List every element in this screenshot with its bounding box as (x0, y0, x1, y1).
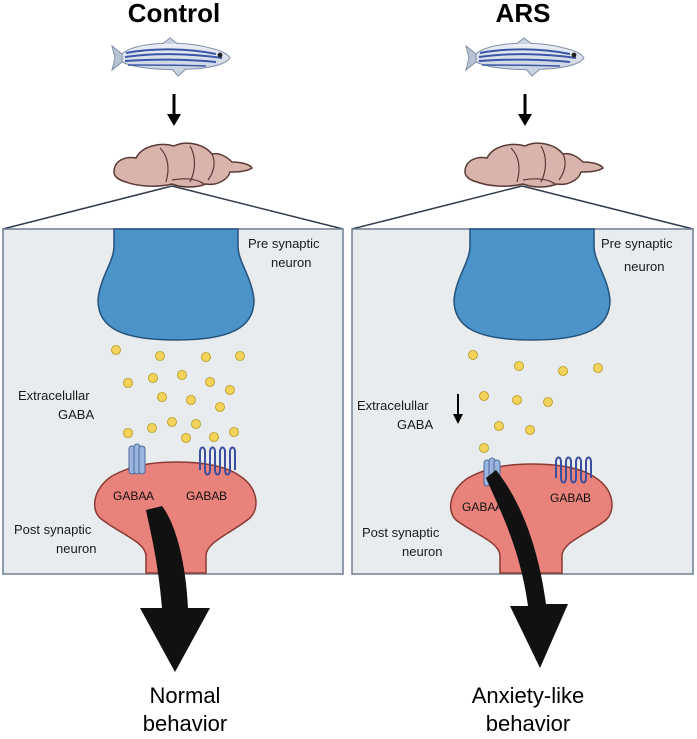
control-gaba-label-1: Extracelullar (18, 388, 90, 403)
ars-decrease-arrow-icon (453, 394, 463, 424)
control-presynaptic-neuron (97, 228, 255, 341)
control-pre-label-1: Pre synaptic (248, 236, 320, 251)
ars-gaba-label-1: Extracelullar (357, 398, 429, 413)
control-behavior-arrow-icon (140, 506, 210, 672)
ars-pre-label-2: neuron (624, 259, 664, 274)
zoom-line-left (2, 185, 173, 230)
control-gaba-label-2: GABA (58, 407, 94, 422)
control-pre-label-2: neuron (271, 255, 311, 270)
brain-icon (464, 142, 604, 188)
ars-post-label-2: neuron (402, 544, 442, 559)
control-outcome-1: Normal (150, 683, 221, 708)
ars-gaba-label-2: GABA (397, 417, 433, 432)
ars-panel: ARS Pre synaptic neuron (351, 0, 694, 736)
down-arrow-icon (167, 94, 181, 126)
brain-icon (113, 142, 253, 188)
control-gabaa-receptor-icon (128, 443, 146, 475)
control-receptor-b-main: GABA (186, 489, 219, 503)
ars-receptor-a-main: GABA (462, 500, 495, 514)
ars-postsynaptic-neuron (449, 463, 613, 574)
control-receptor-a-sub: A (146, 489, 154, 503)
control-post-label-2: neuron (56, 541, 96, 556)
zebrafish-icon (465, 37, 585, 77)
ars-outcome-1: Anxiety-like (472, 683, 584, 708)
control-title: Control (128, 0, 220, 28)
zoom-line-left (351, 185, 523, 230)
ars-receptor-b-main: GABA (550, 491, 583, 505)
control-gabab-receptor-icon (199, 446, 236, 476)
ars-presynaptic-neuron (453, 228, 611, 341)
ars-gabab-receptor-icon (555, 456, 592, 484)
control-receptor-b-sub: B (219, 489, 227, 503)
control-outcome-2: behavior (143, 711, 227, 736)
down-arrow-icon (518, 94, 532, 126)
ars-behavior-arrow-icon (486, 470, 568, 668)
ars-post-label-1: Post synaptic (362, 525, 440, 540)
zebrafish-icon (111, 37, 231, 77)
ars-title: ARS (496, 0, 551, 28)
control-post-label-1: Post synaptic (14, 522, 92, 537)
zoom-line-right (521, 185, 694, 230)
control-receptor-a-main: GABA (113, 489, 146, 503)
zoom-line-right (171, 185, 344, 230)
control-gaba-dots (111, 345, 245, 443)
ars-receptor-b-sub: B (583, 491, 591, 505)
control-postsynaptic-neuron (93, 461, 257, 574)
ars-gaba-dots (468, 350, 603, 453)
ars-pre-label-1: Pre synaptic (601, 236, 673, 251)
control-panel: Control (2, 0, 344, 736)
ars-outcome-2: behavior (486, 711, 570, 736)
